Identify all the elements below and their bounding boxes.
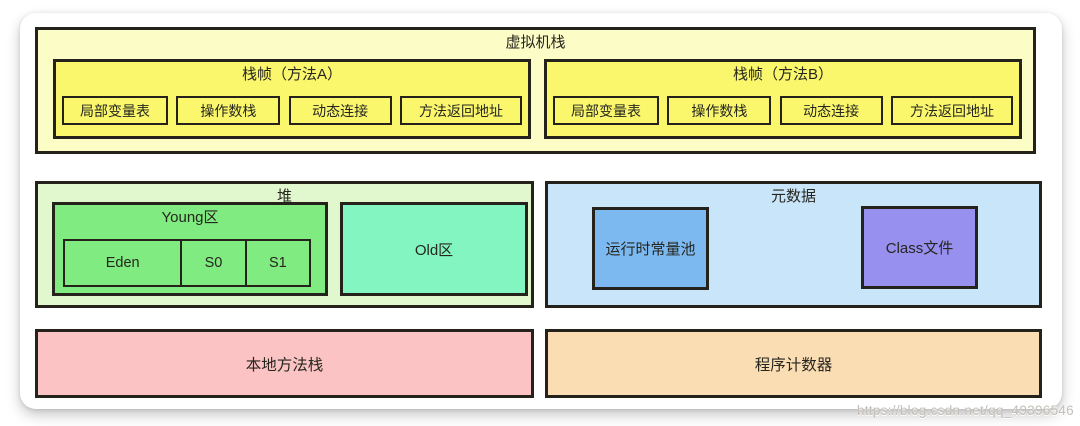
operand-stack-box: 操作数栈: [667, 96, 772, 125]
metaspace-title: 元数据: [770, 188, 816, 205]
native-method-stack-box: 本地方法栈: [35, 329, 534, 398]
stack-frame-b-slots: 局部变量表 操作数栈 动态连接 方法返回地址: [553, 96, 1013, 125]
local-variable-table-box: 局部变量表: [62, 96, 168, 125]
stack-frame-a-title: 栈帧（方法A）: [241, 66, 342, 83]
young-generation-title: Young区: [161, 209, 219, 226]
return-address-box: 方法返回地址: [890, 96, 1013, 125]
eden-space-box: Eden: [63, 239, 183, 287]
stack-frame-b-title: 栈帧（方法B）: [732, 66, 833, 83]
young-generation: Young区 Eden S0 S1: [52, 202, 328, 296]
vm-stack-title: 虚拟机栈: [505, 34, 566, 51]
class-file-box: Class文件: [861, 206, 978, 289]
stack-frame-b: 栈帧（方法B） 局部变量表 操作数栈 动态连接 方法返回地址: [544, 59, 1022, 139]
return-address-box: 方法返回地址: [399, 96, 522, 125]
local-variable-table-box: 局部变量表: [553, 96, 659, 125]
heap-region: 堆 Young区 Eden S0 S1 Old区: [35, 181, 534, 308]
stack-frame-a: 栈帧（方法A） 局部变量表 操作数栈 动态连接 方法返回地址: [53, 59, 531, 139]
dynamic-linking-box: 动态连接: [288, 96, 392, 125]
stack-frame-a-slots: 局部变量表 操作数栈 动态连接 方法返回地址: [62, 96, 522, 125]
program-counter-box: 程序计数器: [545, 329, 1042, 398]
operand-stack-box: 操作数栈: [176, 96, 281, 125]
survivor1-box: S1: [244, 239, 312, 287]
young-generation-row: Eden S0 S1: [63, 239, 312, 287]
metaspace-region: 元数据 运行时常量池 Class文件: [545, 181, 1042, 308]
vm-stack-region: 虚拟机栈 栈帧（方法A） 局部变量表 操作数栈 动态连接 方法返回地址 栈帧（方…: [35, 27, 1036, 154]
csdn-watermark: https://blog.csdn.net/qq_49396546: [856, 403, 1074, 418]
old-generation-box: Old区: [340, 202, 528, 296]
survivor0-box: S0: [180, 239, 247, 287]
heap-title: 堆: [276, 188, 292, 205]
dynamic-linking-box: 动态连接: [779, 96, 883, 125]
runtime-constant-pool-box: 运行时常量池: [592, 207, 709, 290]
